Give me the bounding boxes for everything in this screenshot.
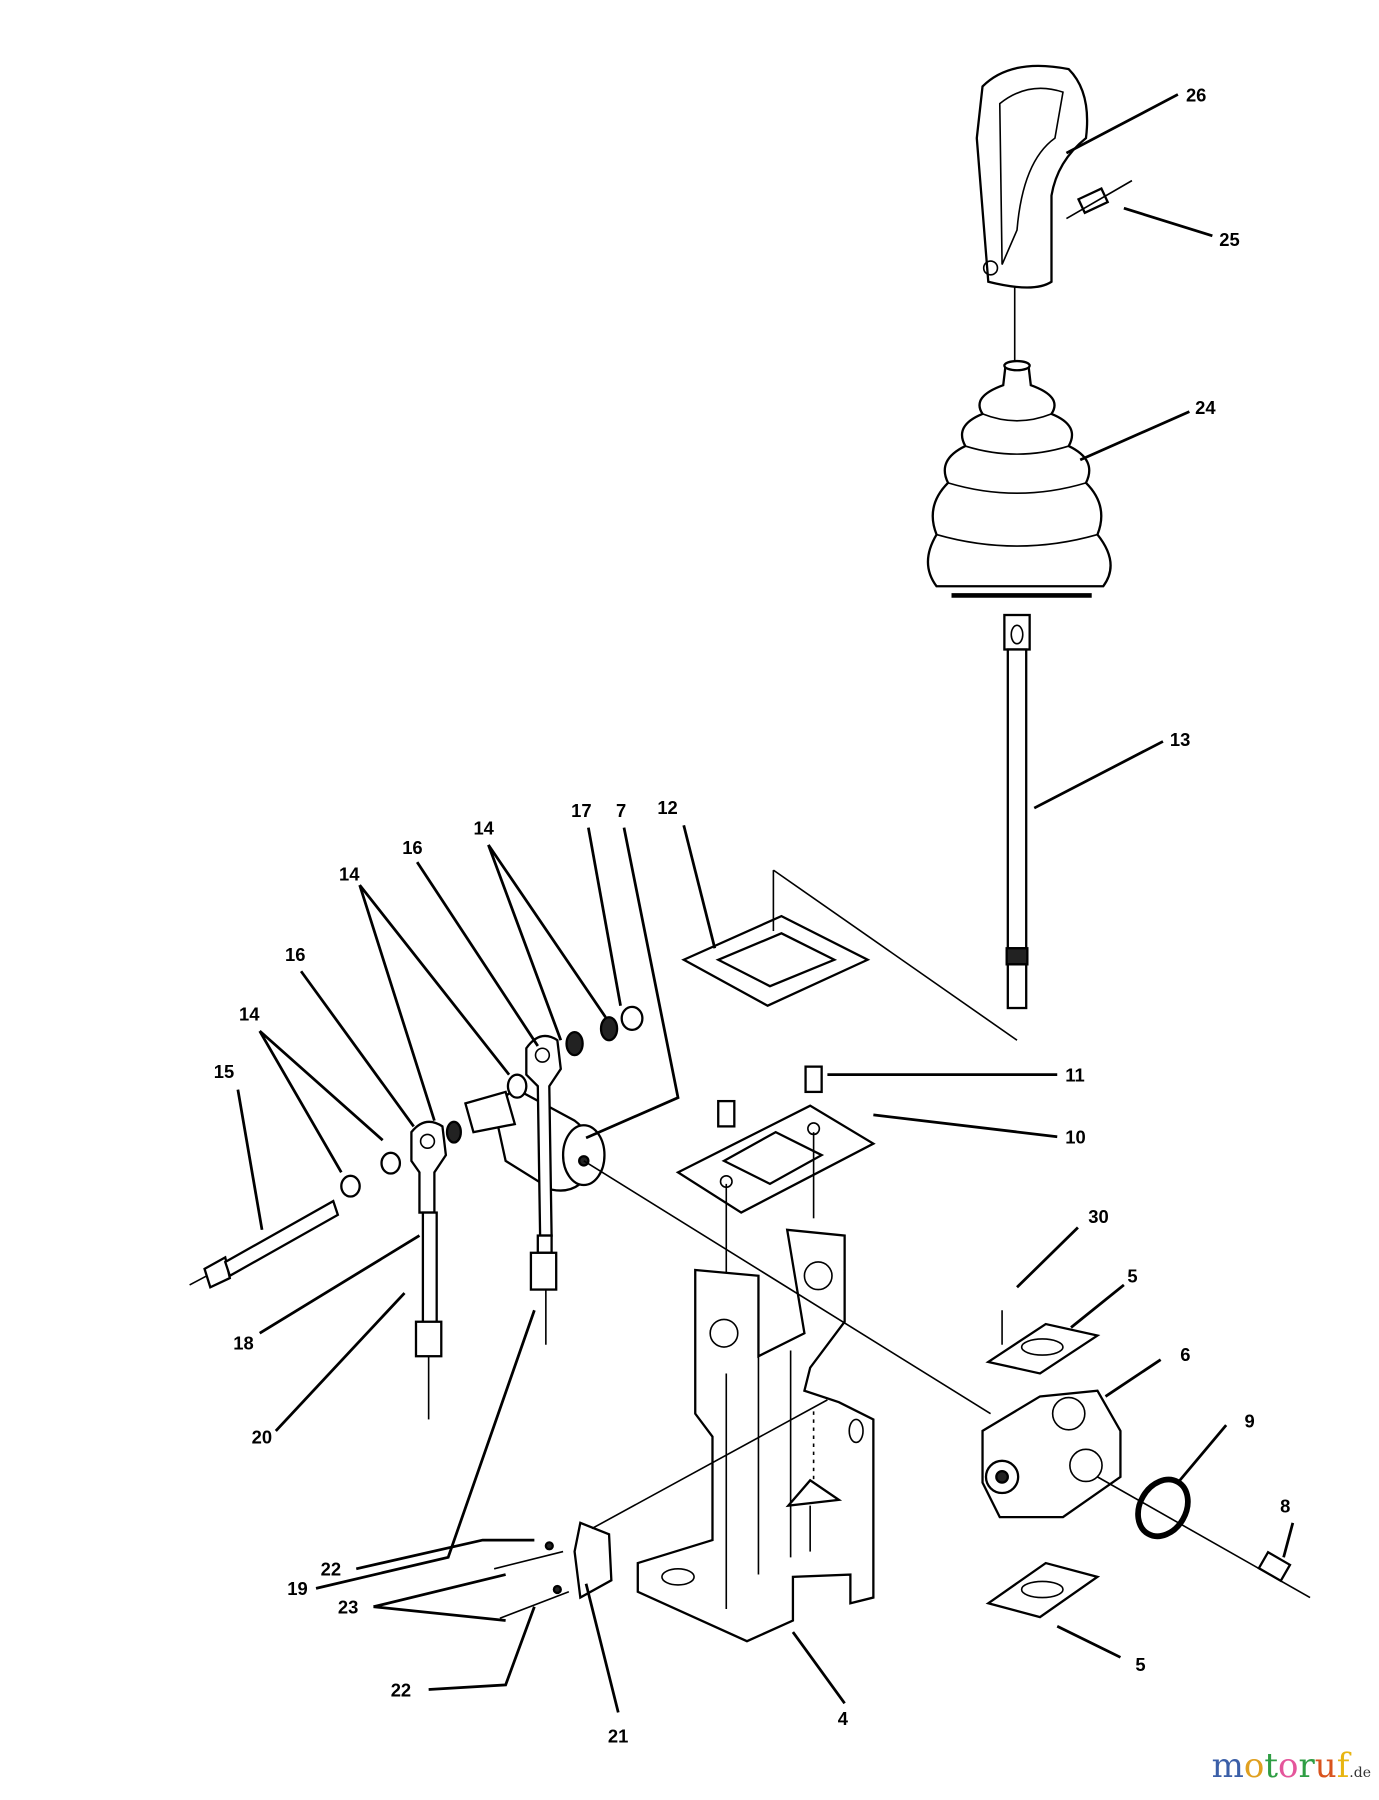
callout-26: 26 (1186, 84, 1206, 105)
callout-22: 22 (321, 1559, 341, 1580)
callout-25: 25 (1219, 229, 1239, 250)
rod-ends-16 (410, 1034, 562, 1420)
leader-lines (236, 93, 1295, 1713)
callout-14: 14 (473, 817, 494, 838)
plates-5 (985, 1310, 1101, 1619)
gasket-12 (681, 869, 1018, 1041)
callout-16: 16 (402, 837, 422, 858)
housing-4 (636, 1228, 875, 1643)
watermark-letter: o (1243, 1746, 1265, 1786)
callout-7: 7 (616, 800, 626, 821)
boot-24 (926, 359, 1112, 598)
callout-13: 13 (1170, 729, 1190, 750)
callout-15: 15 (214, 1061, 234, 1082)
callout-14: 14 (339, 863, 360, 884)
oring-9 (1097, 1476, 1311, 1599)
pin-25 (1066, 179, 1133, 220)
callout-12: 12 (657, 797, 677, 818)
callout-24: 24 (1195, 397, 1216, 418)
callout-9: 9 (1245, 1410, 1255, 1431)
screws-11 (717, 1065, 823, 1276)
callout-5: 5 (1127, 1266, 1137, 1287)
knob-26 (975, 64, 1089, 363)
shaft-13 (1003, 613, 1031, 1010)
callout-30: 30 (1088, 1206, 1108, 1227)
watermark-letter: f (1336, 1746, 1350, 1786)
callout-21: 21 (608, 1725, 628, 1746)
watermark-letter: m (1211, 1746, 1244, 1786)
switch-21 (493, 1399, 828, 1619)
callout-16: 16 (285, 944, 305, 965)
callout-10: 10 (1065, 1127, 1085, 1148)
callout-14: 14 (239, 1004, 260, 1025)
block-6 (981, 1389, 1122, 1519)
callout-11: 11 (1065, 1065, 1084, 1086)
watermark-letter: r (1298, 1746, 1315, 1786)
watermark-suffix: .de (1349, 1765, 1371, 1781)
callout-19: 19 (287, 1578, 307, 1599)
plate-10 (675, 1104, 876, 1214)
callout-labels: 26 25 24 13 12 7 17 14 16 14 16 14 15 11… (214, 84, 1291, 1746)
callout-17: 17 (571, 800, 591, 821)
watermark-letter: u (1314, 1746, 1337, 1786)
callout-22: 22 (391, 1679, 411, 1700)
callout-8: 8 (1280, 1496, 1290, 1517)
bolt-15 (189, 1199, 340, 1289)
callout-5: 5 (1135, 1654, 1145, 1675)
watermark-letter: t (1264, 1746, 1279, 1786)
callout-4: 4 (838, 1708, 849, 1729)
washers-14 (340, 1005, 644, 1198)
callout-20: 20 (252, 1427, 272, 1448)
watermark-logo: motoruf.de (1212, 1746, 1371, 1786)
callout-6: 6 (1180, 1344, 1190, 1365)
callout-23: 23 (338, 1597, 358, 1618)
callout-18: 18 (233, 1332, 253, 1353)
watermark-letter: o (1278, 1746, 1299, 1786)
